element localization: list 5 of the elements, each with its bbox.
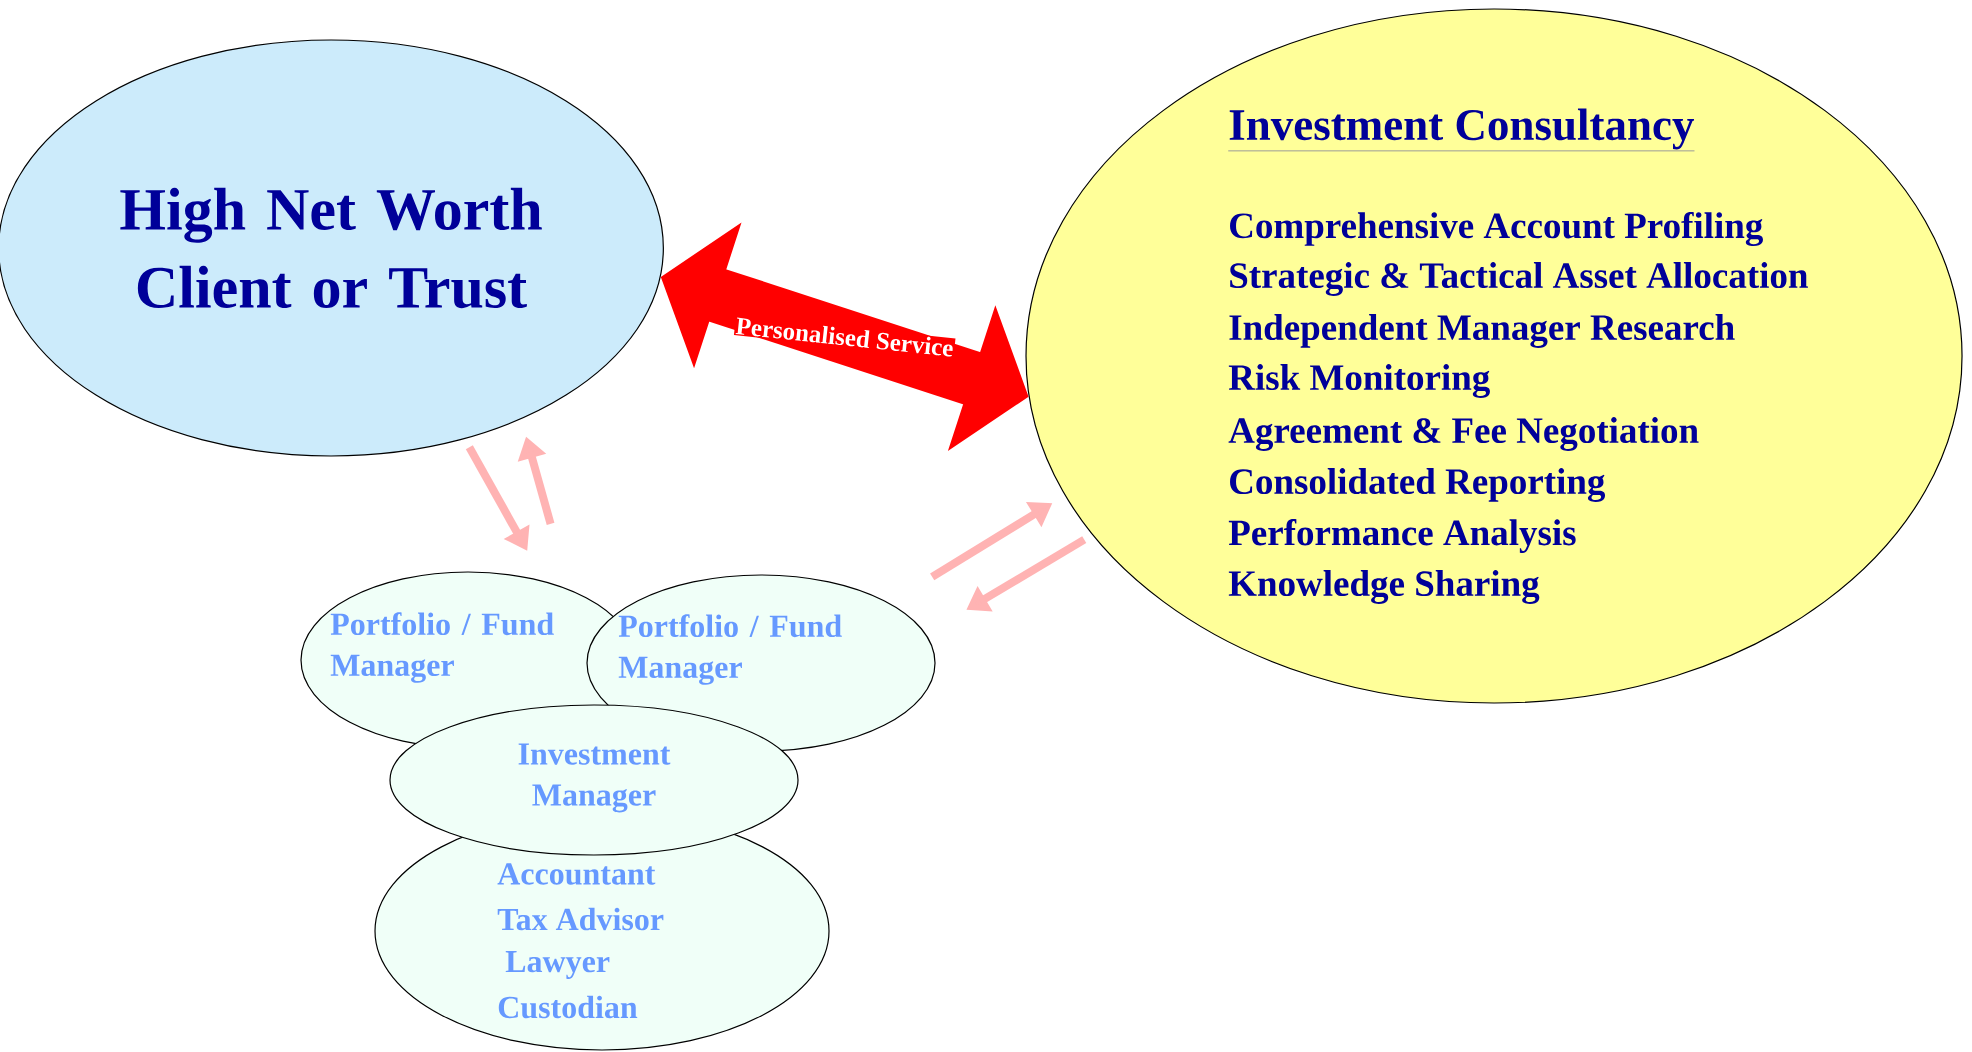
node-label: Tax Advisor <box>497 907 664 931</box>
edge-label: Personalised Service <box>733 315 956 359</box>
node-label: Custodian <box>498 995 638 1019</box>
node-label: Accountant <box>497 863 656 885</box>
node-label: Lawyer <box>505 951 610 979</box>
